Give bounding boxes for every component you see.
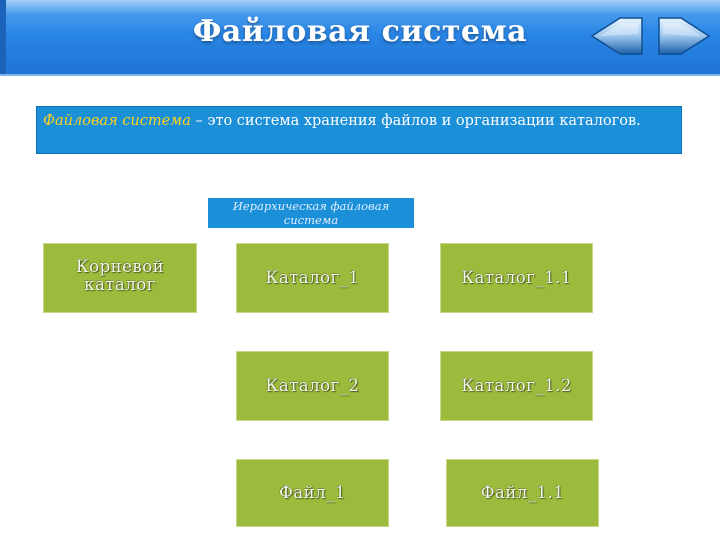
catalog-2-node: Каталог_2 (236, 351, 389, 421)
definition-text: Файловая система – это система хранения … (43, 111, 675, 131)
title-bar-edge (0, 0, 6, 74)
node-label: Каталог_1 (265, 268, 360, 287)
left-arrow-icon (590, 17, 643, 55)
next-slide-button[interactable] (657, 14, 711, 58)
node-label: Файл_1.1 (480, 483, 565, 502)
catalog-1-1-node: Каталог_1.1 (440, 243, 593, 313)
slide-title: Файловая система (192, 14, 528, 49)
node-label: Каталог_2 (265, 376, 360, 395)
node-label: Каталог_1.1 (461, 268, 572, 287)
title-underline (0, 74, 720, 76)
file-1-1-node: Файл_1.1 (446, 459, 599, 527)
node-label: Каталог_1.2 (461, 376, 572, 395)
file-1-node: Файл_1 (236, 459, 389, 527)
title-bar: Файловая система (0, 0, 720, 74)
definition-term: Файловая система (43, 113, 191, 129)
definition-body: – это система хранения файлов и организа… (190, 113, 641, 129)
title-bar-shine (0, 0, 720, 14)
right-arrow-icon (658, 17, 711, 55)
node-label: Файл_1 (279, 483, 346, 502)
definition-box: Файловая система – это система хранения … (36, 106, 682, 154)
root-catalog-node: Корневой каталог (43, 243, 197, 313)
node-label: Корневой каталог (75, 257, 165, 294)
catalog-1-2-node: Каталог_1.2 (440, 351, 593, 421)
catalog-1-node: Каталог_1 (236, 243, 389, 313)
hierarchy-label: Иерархическая файловая система (208, 198, 414, 228)
previous-slide-button[interactable] (590, 14, 644, 58)
